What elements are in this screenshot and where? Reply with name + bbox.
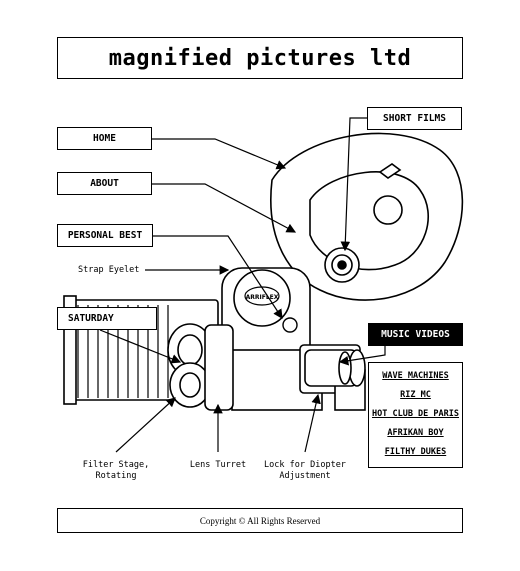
footer: Copyright © All Rights Reserved: [57, 508, 463, 533]
nav-personal-best-button[interactable]: PERSONAL BEST: [57, 224, 153, 247]
pointer-home: [152, 138, 287, 170]
label-filter-stage: Filter Stage, Rotating: [82, 460, 150, 481]
music-link-hot-club-de-paris[interactable]: HOT CLUB DE PARIS: [372, 409, 459, 420]
lens-turret: [167, 323, 234, 411]
pointer-saturday: [99, 329, 182, 364]
site-title: magnified pictures ltd: [108, 45, 412, 71]
copyright-text: Copyright © All Rights Reserved: [199, 515, 321, 526]
music-link-wave-machines[interactable]: WAVE MACHINES: [382, 370, 449, 381]
label-lens-turret: Lens Turret: [189, 460, 247, 470]
pointer-personal-best: [153, 235, 283, 320]
film-magazine: [270, 132, 464, 301]
nav-home-button[interactable]: HOME: [57, 127, 152, 150]
music-link-filthy-dukes[interactable]: FILTHY DUKES: [384, 447, 447, 458]
pointer-music-videos: [338, 346, 386, 366]
music-link-riz-mc[interactable]: RIZ MC: [400, 389, 431, 400]
pointer-about: [152, 183, 297, 233]
music-videos-header[interactable]: MUSIC VIDEOS: [368, 323, 463, 346]
label-diopter-lock: Lock for Diopter Adjustment: [264, 460, 346, 481]
pointer-lock: [304, 393, 321, 453]
music-videos-list: WAVE MACHINES RIZ MC HOT CLUB DE PARIS A…: [368, 362, 463, 468]
music-link-afrikan-boy[interactable]: AFRIKAN BOY: [387, 428, 444, 439]
nav-about-button[interactable]: ABOUT: [57, 172, 152, 195]
front-lens: [304, 349, 366, 387]
body-badge: ARRIFLEX: [246, 294, 279, 301]
pointer-filter: [115, 397, 176, 453]
nav-short-films-button[interactable]: SHORT FILMS: [367, 107, 462, 130]
pointer-short-films: [340, 117, 367, 252]
site-title-box: magnified pictures ltd: [57, 37, 463, 79]
nav-saturday-button[interactable]: SATURDAY: [57, 307, 157, 330]
label-strap-eyelet: Strap Eyelet: [78, 265, 140, 275]
